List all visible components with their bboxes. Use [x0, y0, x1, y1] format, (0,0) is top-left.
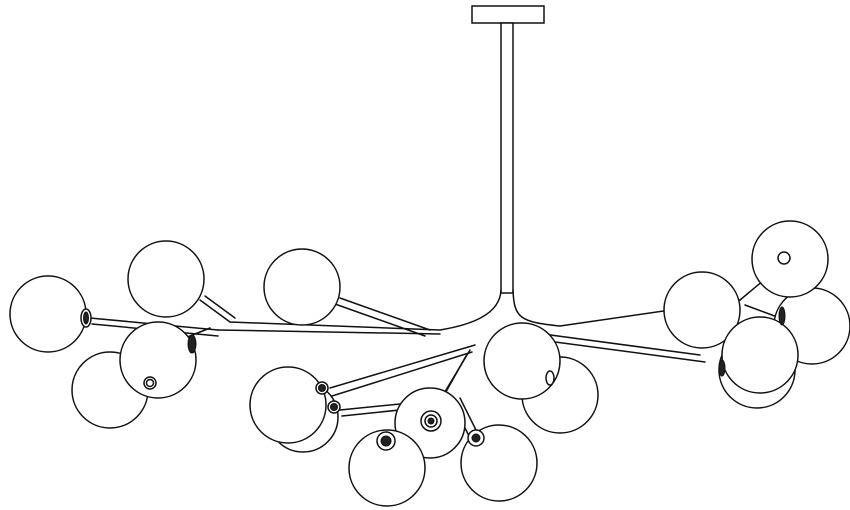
arm-lower-d2 — [459, 397, 479, 435]
arm-left-upper-2 — [204, 295, 236, 319]
globe — [721, 316, 799, 394]
socket-inner — [380, 435, 392, 447]
socket — [545, 370, 555, 386]
socket-inner — [145, 378, 155, 388]
socket-inner — [83, 311, 89, 325]
arm-left-upper — [199, 299, 231, 323]
socket — [778, 306, 786, 326]
socket-inner — [318, 384, 326, 392]
socket — [777, 251, 791, 265]
arm-right-lower — [527, 331, 701, 356]
sockets — [80, 251, 791, 451]
arm-center-upper — [339, 297, 431, 331]
globe — [127, 240, 205, 318]
globe — [483, 322, 561, 400]
arm-left-short — [184, 327, 211, 339]
arm-lower-a — [329, 344, 476, 389]
down-rod — [500, 22, 514, 294]
arm-lower-a2 — [331, 351, 473, 397]
globe — [663, 271, 741, 349]
globe — [9, 275, 87, 353]
globe — [249, 366, 327, 444]
socket-inner — [471, 433, 481, 443]
socket — [718, 359, 726, 377]
arm-right-main — [512, 289, 741, 327]
arm-right-far — [744, 304, 781, 319]
socket-inner — [330, 403, 338, 411]
globe — [263, 248, 341, 326]
arm-center-upper-2 — [334, 303, 426, 337]
arm-left-main — [229, 289, 502, 331]
socket — [187, 334, 197, 354]
socket-inner — [427, 417, 435, 425]
globe — [119, 321, 197, 399]
globe — [348, 429, 426, 507]
ceiling-canopy — [471, 5, 545, 24]
arm-left-lower — [217, 329, 441, 335]
